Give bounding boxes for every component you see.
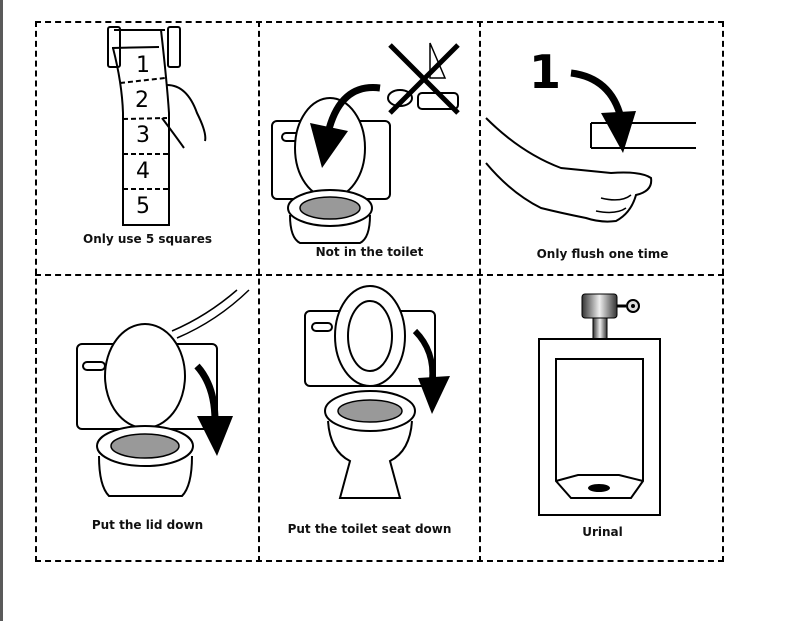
toilet-paper-roll-icon — [107, 26, 207, 226]
card-caption: Put the toilet seat down — [287, 522, 452, 536]
card-grid — [35, 21, 724, 562]
urinal-icon — [538, 293, 661, 516]
card-seat-down: Put the toilet seat down — [260, 276, 479, 562]
square-number: 2 — [135, 88, 149, 113]
square-number: 1 — [136, 53, 150, 78]
toilet-seat-down-icon — [304, 285, 450, 499]
flush-count-number: 1 — [529, 45, 562, 99]
square-number: 4 — [136, 159, 150, 184]
card-caption: Urinal — [582, 525, 623, 539]
card-caption: Not in the toilet — [315, 245, 424, 259]
card-not-in-toilet: Not in the toilet — [260, 23, 479, 274]
flush-handle-icon — [485, 69, 696, 223]
grid-divider — [35, 274, 724, 276]
grid-divider — [479, 21, 481, 562]
card-lid-down: Put the lid down — [37, 276, 258, 562]
card-caption: Only flush one time — [536, 247, 669, 261]
card-toilet-paper: 1 2 3 4 5 Only use 5 squares — [37, 23, 258, 274]
card-flush-once: 1 Only flush one time — [481, 23, 724, 274]
grid-divider — [258, 21, 260, 562]
card-urinal: Urinal — [481, 276, 724, 562]
toilet-no-toys-icon — [271, 42, 460, 244]
card-caption: Put the lid down — [91, 518, 204, 532]
toilet-lid-down-icon — [76, 289, 250, 497]
square-number: 5 — [136, 194, 150, 219]
card-caption: Only use 5 squares — [83, 232, 212, 246]
square-number: 3 — [136, 123, 150, 148]
window-edge — [0, 0, 3, 621]
